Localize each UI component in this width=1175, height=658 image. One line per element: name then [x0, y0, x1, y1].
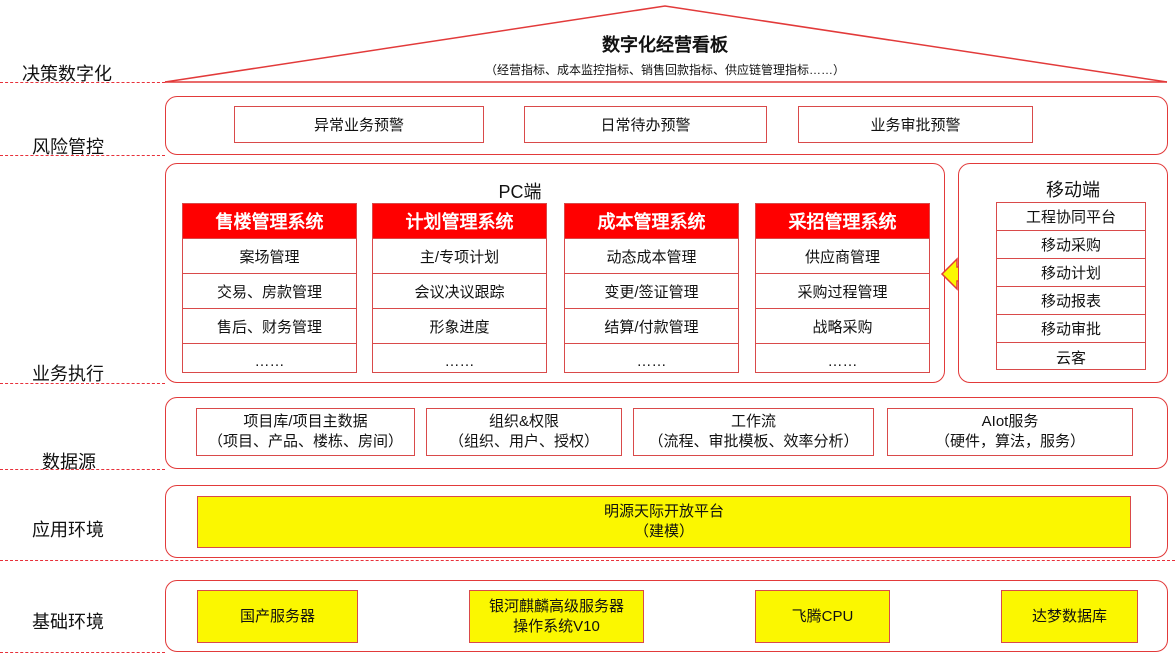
- platform-detail: （建模）: [633, 523, 694, 540]
- layer-label-decision: 决策数字化: [22, 64, 112, 84]
- risk-item-daily: 日常待办预警: [524, 106, 767, 143]
- infra-name: 达梦数据库: [1031, 607, 1107, 625]
- system-title: 采招管理系统: [756, 204, 929, 238]
- mobile-item: 工程协同平台: [997, 203, 1145, 231]
- mobile-list: 工程协同平台 移动采购 移动计划 移动报表 移动审批 云客: [996, 202, 1146, 370]
- mobile-panel: [958, 163, 1168, 383]
- layer-label-execution: 业务执行: [32, 364, 104, 384]
- system-module: ……: [756, 343, 929, 378]
- infra-detail: 操作系统V10: [513, 617, 600, 635]
- platform-name: 明源天际开放平台: [603, 503, 724, 520]
- system-plan: 计划管理系统 主/专项计划 会议决议跟踪 形象进度 ……: [372, 203, 547, 373]
- mobile-item: 移动审批: [997, 315, 1145, 343]
- datasource-aiot: AIot服务 （硬件，算法，服务）: [887, 408, 1133, 456]
- system-module: 变更/签证管理: [565, 273, 738, 308]
- datasource-detail: （流程、审批模板、效率分析）: [648, 433, 859, 450]
- mobile-item: 移动报表: [997, 287, 1145, 315]
- system-module: 供应商管理: [756, 238, 929, 273]
- layer-divider: [0, 82, 165, 83]
- system-module: 形象进度: [373, 308, 546, 343]
- system-module: 交易、房款管理: [183, 273, 356, 308]
- mobile-item: 云客: [1055, 349, 1086, 367]
- system-module: ……: [565, 343, 738, 378]
- risk-item-abnormal: 异常业务预警: [234, 106, 484, 143]
- layer-divider: [0, 560, 1175, 561]
- system-module: 主/专项计划: [373, 238, 546, 273]
- datasource-name: AIot服务: [981, 413, 1039, 430]
- datasource-workflow: 工作流 （流程、审批模板、效率分析）: [633, 408, 874, 456]
- mobile-title: 移动端: [1046, 180, 1100, 200]
- datasource-name: 项目库/项目主数据: [243, 413, 368, 430]
- layer-divider: [0, 155, 165, 156]
- system-module: 案场管理: [183, 238, 356, 273]
- system-cost: 成本管理系统 动态成本管理 变更/签证管理 结算/付款管理 ……: [564, 203, 739, 373]
- datasource-detail: （硬件，算法，服务）: [934, 433, 1085, 450]
- layer-label-datasource: 数据源: [42, 452, 96, 472]
- dashboard-subtitle: （经营指标、成本监控指标、销售回款指标、供应链管理指标……）: [484, 63, 845, 77]
- system-module: 会议决议跟踪: [373, 273, 546, 308]
- infra-cpu: 飞腾CPU: [755, 590, 890, 643]
- system-title: 成本管理系统: [565, 204, 738, 238]
- pc-title: PC端: [498, 182, 542, 202]
- system-module: 战略采购: [756, 308, 929, 343]
- dashboard-roof: [164, 5, 1168, 83]
- mobile-item: 移动计划: [997, 259, 1145, 287]
- infra-name: 飞腾CPU: [791, 607, 854, 625]
- datasource-detail: （组织、用户、授权）: [448, 433, 599, 450]
- datasource-name: 工作流: [730, 413, 776, 430]
- layer-label-infra-env: 基础环境: [32, 612, 104, 632]
- datasource-name: 组织&权限: [488, 413, 559, 430]
- infra-name: 银河麒麟高级服务器: [488, 597, 624, 615]
- system-title: 计划管理系统: [373, 204, 546, 238]
- datasource-detail: （项目、产品、楼栋、房间）: [207, 433, 403, 450]
- layer-label-risk: 风险管控: [32, 137, 104, 157]
- system-module: 采购过程管理: [756, 273, 929, 308]
- system-procurement: 采招管理系统 供应商管理 采购过程管理 战略采购 ……: [755, 203, 930, 373]
- datasource-project-master: 项目库/项目主数据 （项目、产品、楼栋、房间）: [196, 408, 415, 456]
- layer-divider: [0, 383, 165, 384]
- infra-os: 银河麒麟高级服务器 操作系统V10: [469, 590, 644, 643]
- datasource-org-permission: 组织&权限 （组织、用户、授权）: [426, 408, 622, 456]
- system-module: ……: [373, 343, 546, 378]
- system-title: 售楼管理系统: [183, 204, 356, 238]
- infra-server: 国产服务器: [197, 590, 358, 643]
- system-sales: 售楼管理系统 案场管理 交易、房款管理 售后、财务管理 ……: [182, 203, 357, 373]
- infra-name: 国产服务器: [239, 607, 315, 625]
- system-module: 结算/付款管理: [565, 308, 738, 343]
- dashboard-title: 数字化经营看板: [602, 35, 728, 55]
- infra-database: 达梦数据库: [1001, 590, 1138, 643]
- system-module: 售后、财务管理: [183, 308, 356, 343]
- risk-item-approval: 业务审批预警: [798, 106, 1033, 143]
- system-module: ……: [183, 343, 356, 378]
- system-module: 动态成本管理: [565, 238, 738, 273]
- platform-box: 明源天际开放平台 （建模）: [197, 496, 1131, 548]
- layer-label-app-env: 应用环境: [32, 520, 104, 540]
- layer-divider: [0, 652, 165, 653]
- layer-divider: [0, 469, 165, 470]
- mobile-item: 移动采购: [997, 231, 1145, 259]
